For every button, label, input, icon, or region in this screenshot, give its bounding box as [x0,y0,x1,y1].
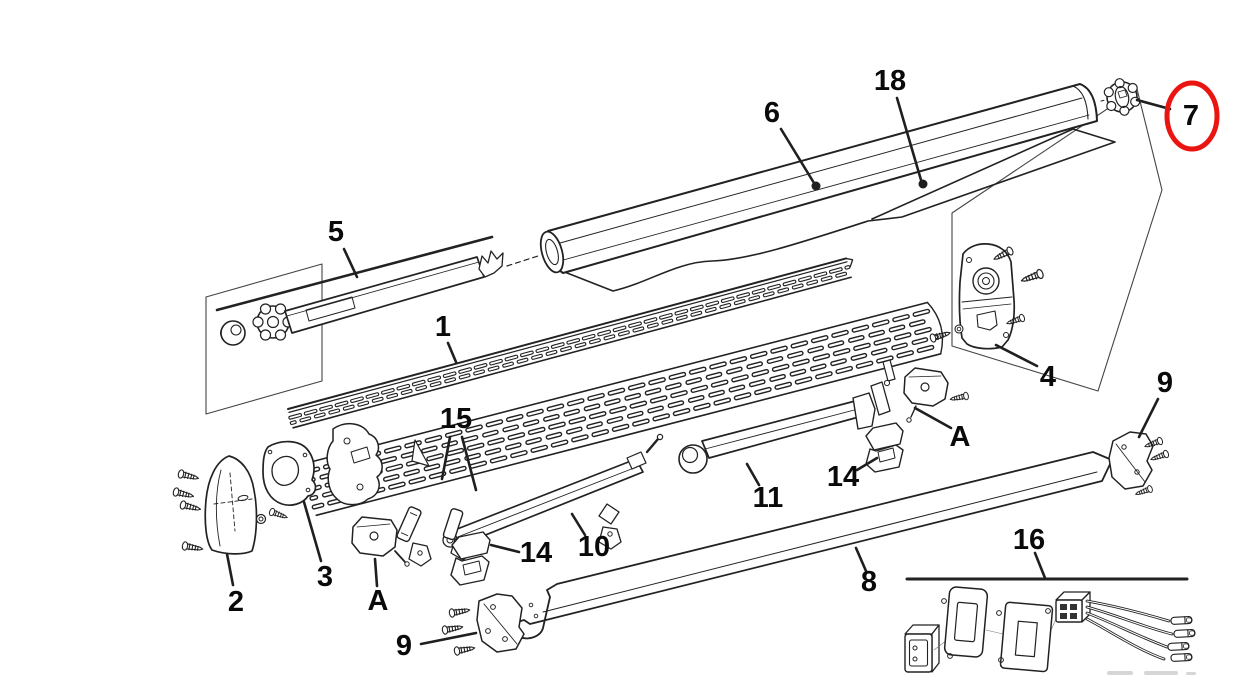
leader-line-14-14 [855,456,879,472]
leader-dot-18 [918,179,928,189]
callout-label-9-18: 9 [396,630,412,662]
leader-line-a-9 [373,557,379,588]
callout-label-9-6: 9 [1157,367,1173,399]
leader-line-15-10 [440,435,452,481]
roller-case [302,301,944,517]
callout-label-2-7: 2 [228,586,244,618]
switch-kit-part16 [904,577,1196,673]
leader-line-4-5 [994,343,1039,368]
leader-line-6-2 [779,127,816,185]
callout-label-8-16: 8 [861,566,877,598]
highlight-annotation [1164,80,1220,152]
leader-line-15-10 [460,435,478,492]
callout-label-11-13: 11 [753,482,784,514]
end-bracket-part4 [928,243,1045,350]
callout-label-16-17: 16 [1013,524,1045,556]
leader-line-1-1 [446,341,458,364]
leader-line-9-6 [1137,397,1160,439]
leader-line-9-18 [419,631,478,646]
callout-label-14-14: 14 [827,461,859,493]
leader-line-8-16 [854,546,868,573]
leader-line-3-8 [302,500,323,563]
bracket-assembly-a-right [903,367,970,423]
callout-label-10-12: 10 [578,531,610,563]
awning-fabric-part18 [561,128,1116,292]
leader-dot-6 [811,181,821,191]
leader-line-a-15 [913,406,953,430]
end-cover-part2 [171,455,290,555]
tubular-motor-part5 [215,235,542,346]
support-bracket-part9-bottom [441,593,525,657]
right-backing-panel [951,88,1163,392]
callout-label-a-9: A [368,585,389,617]
clamp-part14-left [450,531,491,586]
callout-label-6-2: 6 [764,97,780,129]
roller-tube-part6 [539,83,1098,274]
leader-line-10-12 [570,512,587,537]
callout-leader-lines [225,96,1172,646]
callout-label-3-8: 3 [317,561,333,593]
callout-label-15-10: 15 [440,403,472,435]
case-motor-head [326,422,430,506]
clamp-part14-right [865,422,904,473]
callout-label-14-11: 14 [520,537,552,569]
leader-line-11-13 [745,462,761,487]
end-knob-part7 [1100,78,1141,116]
callout-label-1-1: 1 [435,311,451,343]
leader-line-18-3 [895,96,923,182]
leader-line-14-11 [489,543,521,554]
leader-line-5-0 [342,247,359,279]
leader-line-7-4 [1135,98,1172,111]
ring-bracket-part3 [262,440,317,506]
cropped-footer-marks [1107,671,1196,675]
highlight-ellipse-part7 [1164,80,1220,152]
callout-label-a-15: A [950,421,971,453]
callout-label-18-3: 18 [874,65,906,97]
arm-part10 [442,433,664,549]
left-backing-panel [205,263,323,415]
arm-part11 [678,359,896,474]
awning-rail-part1 [287,257,854,429]
callout-label-7-4: 7 [1183,100,1199,132]
leader-line-16-17 [1033,551,1047,580]
callout-label-4-5: 4 [1040,361,1056,393]
support-bracket-part9-right [1108,431,1170,499]
leader-line-2-7 [225,552,235,587]
callout-label-5-0: 5 [328,216,344,248]
bracket-assembly-a-left [351,516,410,567]
